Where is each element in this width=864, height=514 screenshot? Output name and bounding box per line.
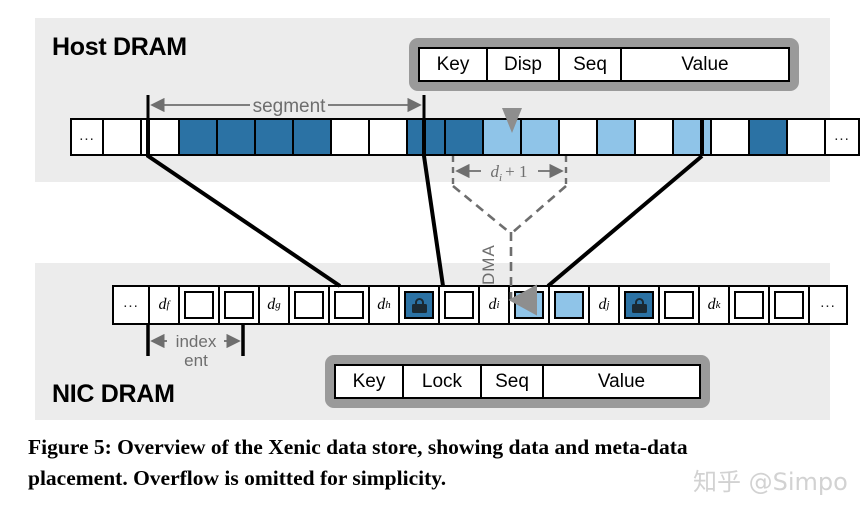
nic-slot-locked — [400, 287, 440, 323]
lock-icon — [411, 297, 427, 313]
nic-slot-box — [514, 291, 544, 319]
host-record-field-value: Value — [681, 53, 729, 75]
nic-slot — [510, 287, 550, 323]
host-cell — [636, 120, 674, 154]
nic-slot-locked — [620, 287, 660, 323]
nic-slot — [550, 287, 590, 323]
host-cell — [180, 120, 218, 154]
nic-slot — [180, 287, 220, 323]
host-cell — [674, 120, 712, 154]
nic-slot — [770, 287, 810, 323]
nic-slot — [330, 287, 370, 323]
nic-slot — [290, 287, 330, 323]
nic-slot-box — [734, 291, 764, 319]
nic-slot-box — [404, 291, 434, 319]
nic-slot-box — [554, 291, 584, 319]
lock-icon — [631, 297, 647, 313]
host-cell — [560, 120, 598, 154]
host-cell — [522, 120, 560, 154]
host-cell — [750, 120, 788, 154]
watermark: 知乎 @Simpo — [693, 468, 848, 496]
nic-record-field-seq: Seq — [482, 366, 544, 397]
dma-converge-right — [512, 185, 567, 233]
nic-slot — [220, 287, 260, 323]
host-cell — [484, 120, 522, 154]
host-record-field-key: Key — [420, 49, 488, 80]
host-cell — [788, 120, 826, 154]
host-cell — [332, 120, 370, 154]
host-cell — [104, 120, 142, 154]
host-dram-title: Host DRAM — [52, 33, 187, 61]
host-cell — [712, 120, 750, 154]
nic-slot — [730, 287, 770, 323]
host-cell-ellipsis: ... — [834, 126, 850, 144]
nic-slot-box — [664, 291, 694, 319]
nic-slot-box — [224, 291, 254, 319]
host-memory-row: ...... — [70, 118, 860, 156]
host-cell — [408, 120, 446, 154]
host-cell — [294, 120, 332, 154]
nic-dram-title: NIC DRAM — [52, 380, 175, 408]
nic-slot-box — [184, 291, 214, 319]
host-cell — [370, 120, 408, 154]
nic-slot-box — [774, 291, 804, 319]
nic-record-field-value: Value — [597, 370, 646, 392]
host-record-field-seq: Seq — [560, 49, 622, 80]
nic-slot-box — [624, 291, 654, 319]
nic-record-field-lock: Lock — [404, 366, 482, 397]
host-cell-ellipsis: ... — [72, 120, 104, 154]
host-cell — [218, 120, 256, 154]
nic-slot-box — [294, 291, 324, 319]
nic-record-field-key: Key — [336, 366, 404, 397]
nic-cell-ellipsis: ... — [810, 287, 846, 323]
nic-slot-box — [334, 291, 364, 319]
figure-caption: Figure 5: Overview of the Xenic data sto… — [28, 435, 688, 490]
nic-cell-ellipsis: ... — [114, 287, 150, 323]
host-cell — [598, 120, 636, 154]
nic-slot-box — [444, 291, 474, 319]
host-cell — [256, 120, 294, 154]
host-record-field-disp: Disp — [488, 49, 560, 80]
host-cell — [446, 120, 484, 154]
nic-slot — [660, 287, 700, 323]
nic-slot — [440, 287, 480, 323]
dma-converge-left — [452, 184, 510, 234]
host-cell — [142, 120, 180, 154]
